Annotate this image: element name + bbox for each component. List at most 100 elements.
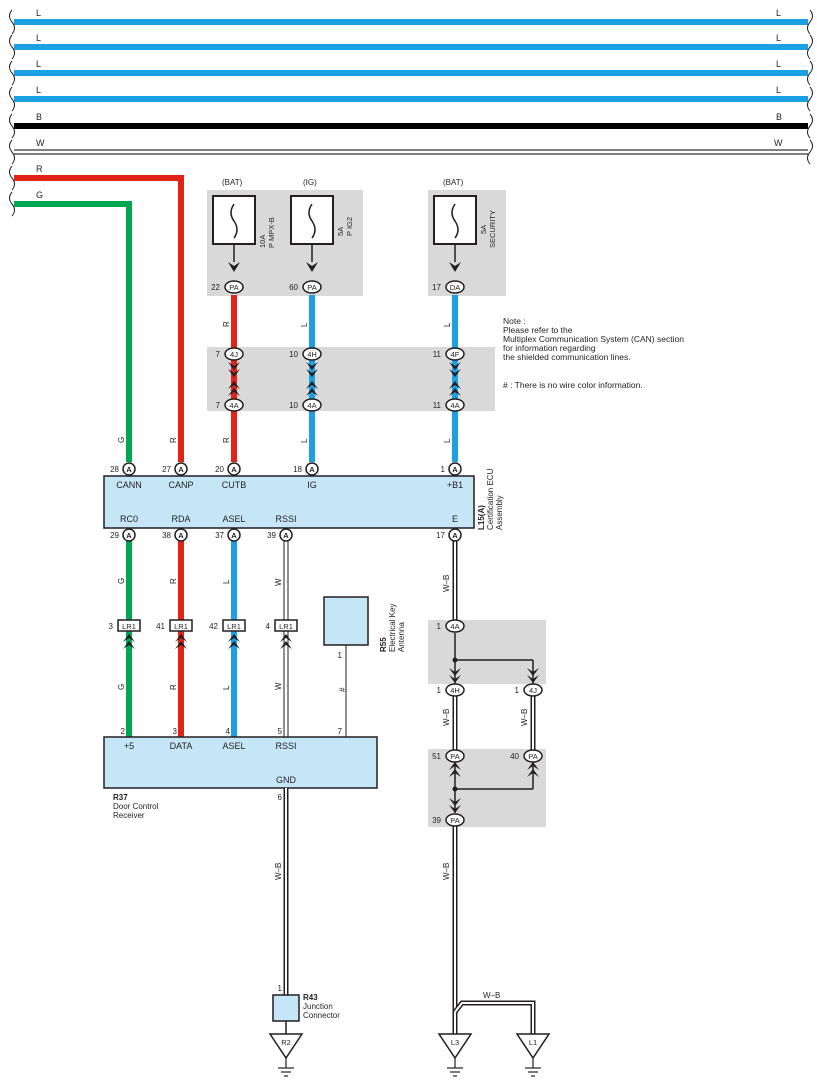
connector-code: A <box>309 465 315 474</box>
receiver-ground-wire: W–B <box>274 788 289 995</box>
connector-code: 4A <box>307 401 316 410</box>
ground-icon <box>268 1033 304 1060</box>
wire-color-r: R <box>169 437 178 443</box>
connector-code: 4J <box>529 686 537 695</box>
fuse-rating: 5A <box>336 227 345 236</box>
pin-number: 5 <box>278 727 283 736</box>
bus-label-left: B <box>36 112 42 122</box>
wire-colors-upper: R L L R L L <box>222 321 452 443</box>
pin-number: 17 <box>436 531 445 540</box>
junction-connector-r43: 1 R43 Junction Connector <box>272 984 340 1034</box>
ecu-pin-label: RSSI <box>275 514 296 524</box>
jc-name: Junction <box>303 1002 333 1011</box>
pin-number: 18 <box>293 465 302 474</box>
ecu-code: L15(A) <box>477 505 486 530</box>
note-line: the shielded communication lines. <box>503 352 631 362</box>
ground-icon <box>515 1033 551 1060</box>
note-line: Please refer to the <box>503 325 573 335</box>
fuse-source: (BAT) <box>222 178 243 187</box>
connector-code: A <box>452 531 458 540</box>
junction-dot <box>452 786 458 792</box>
bus-label-left: L <box>36 8 41 18</box>
wire-canp-red <box>14 175 184 462</box>
connector-code: LR1 <box>227 622 241 631</box>
connector-code: A <box>178 465 184 474</box>
fuse-rating: 10A <box>258 235 267 248</box>
fuse-pins: PA 22 PA 60 DA 17 <box>211 280 465 294</box>
receiver-name: Door Control <box>113 802 159 811</box>
pin-number: 39 <box>267 531 276 540</box>
bus-label-right: L <box>776 85 781 95</box>
pin-number: 39 <box>432 816 441 825</box>
jc-code: R43 <box>303 993 318 1002</box>
wire-color-g: G <box>117 578 126 584</box>
chevron-icons <box>449 668 539 813</box>
ecu-name: Certification ECU <box>486 468 495 530</box>
pin-number: 3 <box>109 622 114 631</box>
bus-label-right: L <box>776 33 781 43</box>
pin-number: 11 <box>433 350 442 359</box>
ecu-output-wires <box>126 540 458 738</box>
fuse-name: SECURITY <box>488 210 497 248</box>
fuse-element-icon <box>451 203 459 239</box>
wire-color-l: L <box>300 322 309 327</box>
antenna-code: R55 <box>379 637 388 652</box>
ecu-top-pins: A 28 A 27 A 20 A 18 A 1 <box>110 462 462 476</box>
wire-color-hash: # <box>338 687 347 692</box>
fuse-name: P MPX-B <box>267 217 276 248</box>
pin-number: 51 <box>432 752 441 761</box>
ground-code: L3 <box>451 1038 459 1047</box>
pin-number: 60 <box>289 283 298 292</box>
pin-number: 10 <box>289 401 298 410</box>
wire-cann-green <box>14 201 132 462</box>
ecu-pin-label: RC0 <box>120 514 138 524</box>
wire-color-g: G <box>117 684 126 690</box>
bus-label-left: W <box>36 138 45 148</box>
connector-code: 4H <box>307 350 317 359</box>
break-marks-right <box>807 9 813 165</box>
ecu-bottom-pins: A 29 A 38 A 37 A 39 A 17 <box>110 528 462 542</box>
pin-number: 3 <box>173 727 178 736</box>
chevron-icons <box>228 362 461 396</box>
pin-number: 1 <box>278 984 283 993</box>
wire-color-w: W <box>274 682 283 690</box>
connector-code: PA <box>307 283 316 292</box>
connector-code: 4A <box>229 401 238 410</box>
fuse-arrow-icons <box>228 262 461 272</box>
connector-code: 4F <box>451 350 460 359</box>
wire-color-wb: W–B <box>483 991 500 1000</box>
pin-number: 1 <box>441 465 446 474</box>
note-line: Multiplex Communication System (CAN) sec… <box>503 334 684 344</box>
ecu-pin-label: IG <box>307 480 317 490</box>
wire-color-l: L <box>443 322 452 327</box>
ground-icon <box>437 1033 473 1060</box>
wire-color-l: L <box>222 579 231 584</box>
receiver-pin-label: DATA <box>170 741 193 751</box>
connector-code: A <box>178 531 184 540</box>
connector-code: 4H <box>450 686 460 695</box>
pin-number: 7 <box>216 350 221 359</box>
fuse-element-icon <box>230 203 238 239</box>
note-hash: # : There is no wire color information. <box>503 380 643 390</box>
connector-code: LR1 <box>174 622 188 631</box>
pin-number: 42 <box>209 622 218 631</box>
note-line: for information regarding <box>503 343 596 353</box>
bus-label-right: L <box>776 8 781 18</box>
wire-color-r: R <box>222 321 231 327</box>
pin-number: 22 <box>211 283 220 292</box>
pin-number: 41 <box>156 622 165 631</box>
wire-color-l: L <box>443 438 452 443</box>
wire-color-wb: W–B <box>442 863 451 880</box>
wire-color-r: R <box>169 684 178 690</box>
note-block: Note : Please refer to the Multiplex Com… <box>503 316 684 390</box>
wire-color-g: G <box>117 437 126 443</box>
pin-number: 7 <box>216 401 221 410</box>
wire-color-w: W <box>274 578 283 586</box>
bus-label-left: L <box>36 59 41 69</box>
connector-code: PA <box>229 283 238 292</box>
lr1-connectors: LR1 3 LR1 41 LR1 42 LR1 4 <box>109 619 298 649</box>
connector-code: 4J <box>230 350 238 359</box>
connector-code: A <box>452 465 458 474</box>
receiver-body <box>103 736 378 789</box>
antenna-body <box>323 596 369 646</box>
